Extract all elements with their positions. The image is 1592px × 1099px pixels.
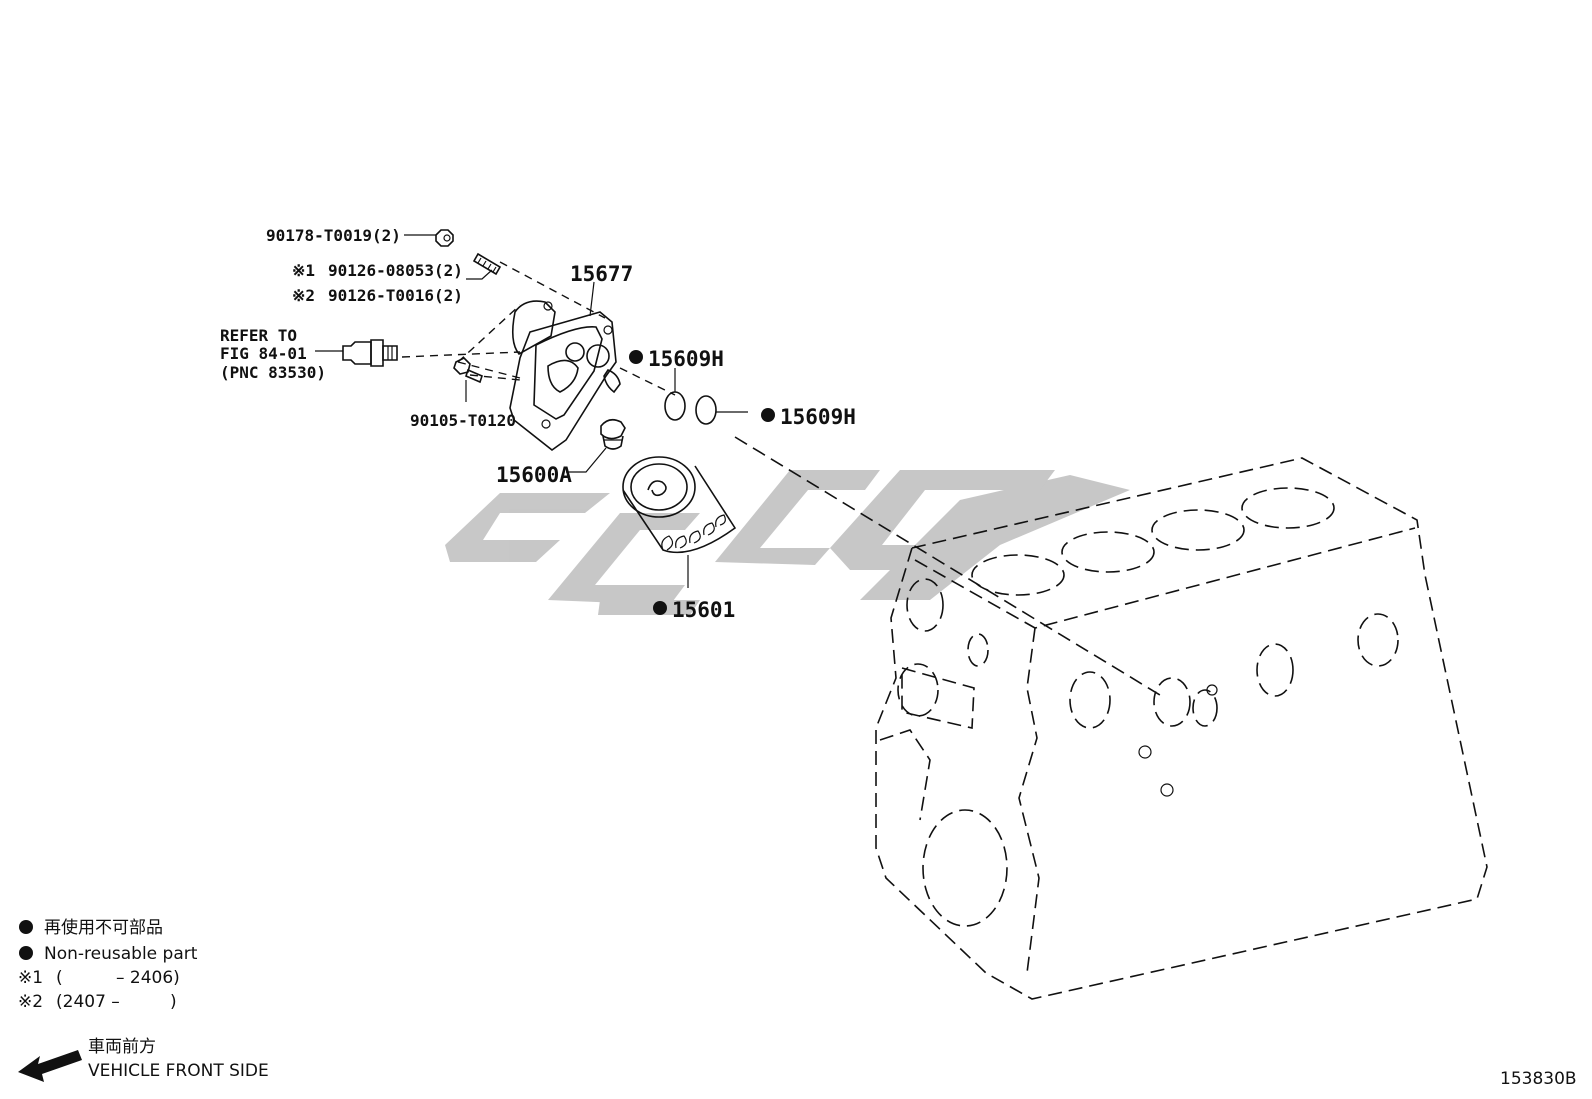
vehicle-front-jp: 車両前方 [88,1037,156,1057]
part-label-90126-08053: 90126-08053(2) [328,261,463,280]
legend-note2-mark: ※2 [18,992,43,1012]
legend-note1-range: – 2406) [116,968,180,988]
figure-code: 153830B [1500,1069,1577,1089]
refer-label-line2: FIG 84-01 [220,344,307,363]
nut-icon [435,229,454,247]
refer-label-line3: (PNC 83530) [220,363,326,382]
legend-non-reusable-jp: 再使用不可部品 [44,917,163,938]
bolt-icon [453,357,483,384]
leader-line [589,281,595,317]
cylinder-block-icon [875,457,1488,1000]
non-reusable-bullet-icon [653,601,667,615]
oil-pressure-switch-icon [342,339,398,367]
legend-note1-open: ( [56,968,63,988]
part-label-note2-mark: ※2 [292,286,315,305]
non-reusable-bullet-icon [19,946,33,960]
legend-note2-range: (2407 – [56,992,120,1012]
legend-note2-close: ) [170,992,177,1012]
refer-label-line1: REFER TO [220,326,297,345]
assembly-guide-lines [401,261,1161,696]
non-reusable-bullet-icon [761,408,775,422]
legend: 再使用不可部品 Non-reusable part ※1 ( – 2406) ※… [18,917,198,1012]
arrow-left-icon [18,1050,82,1082]
part-label-90178: 90178-T0019(2) [266,226,401,245]
vehicle-front-indicator: 車両前方 VEHICLE FRONT SIDE [18,1037,269,1082]
legend-note1-mark: ※1 [18,968,43,988]
union-bolt-icon [600,418,626,450]
part-label-15609H-lower: 15609H [780,405,856,429]
part-label-15677: 15677 [570,262,633,286]
stud-bolt-icon [472,252,502,276]
o-ring-icon [664,391,717,425]
part-label-15601: 15601 [672,598,735,622]
legend-non-reusable-en: Non-reusable part [44,944,198,964]
vehicle-front-en: VEHICLE FRONT SIDE [88,1061,269,1081]
part-label-note1-mark: ※1 [292,261,315,280]
oil-filter-icon [622,456,737,554]
leader-line [566,447,607,473]
part-label-90105: 90105-T0120 [410,411,516,430]
part-label-15600A: 15600A [496,463,572,487]
watermark-logo [445,470,1130,615]
part-label-90126-T0016: 90126-T0016(2) [328,286,463,305]
oil-filter-bracket-icon [509,300,621,452]
leader-line [466,269,493,280]
non-reusable-bullet-icon [629,350,643,364]
non-reusable-bullet-icon [19,920,33,934]
part-label-15609H-upper: 15609H [648,347,724,371]
